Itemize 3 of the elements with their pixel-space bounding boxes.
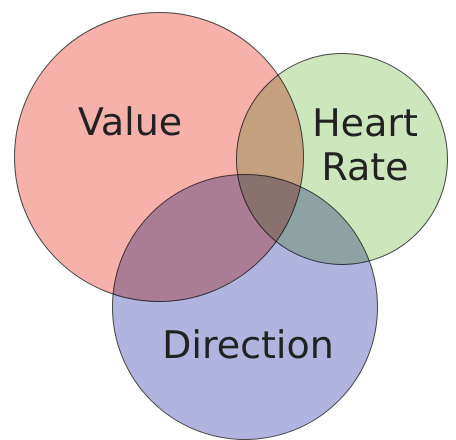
set-label: Heart Rate bbox=[311, 101, 419, 189]
set-label: Direction bbox=[161, 323, 335, 367]
set-label: Value bbox=[76, 100, 184, 144]
